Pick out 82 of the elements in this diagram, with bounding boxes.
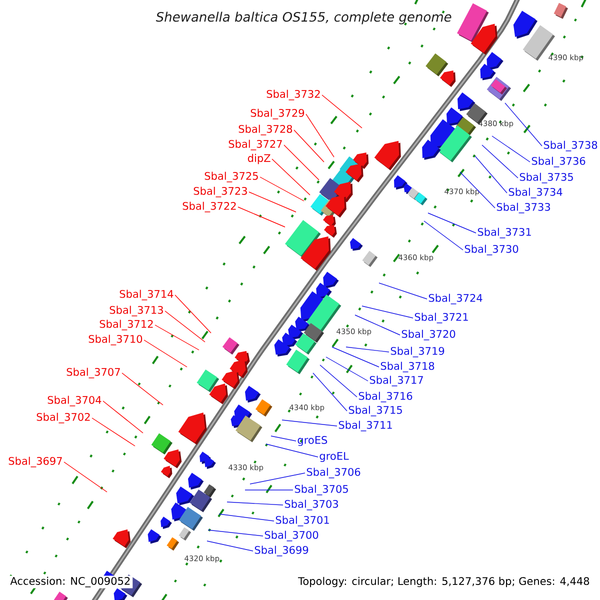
leader-line	[346, 346, 390, 352]
leader-line	[306, 114, 334, 158]
leader-line	[174, 294, 212, 334]
leader-line	[354, 314, 400, 336]
leader-line	[362, 306, 414, 318]
leader-line	[428, 212, 476, 234]
leader-line	[226, 502, 284, 506]
gene-label: Sbal_3699	[254, 546, 308, 556]
gene-label: Sbal_3717	[370, 376, 423, 386]
gene-label: groES	[298, 436, 328, 446]
leader-line	[282, 420, 338, 426]
gene-label: Sbal_3720	[402, 330, 456, 340]
leader-line	[378, 282, 428, 300]
leader-line	[218, 514, 274, 522]
leader-line	[312, 372, 348, 412]
footer-text: Topology: circular; Length: 5,127,376 bp; Genes: 4,448	[296, 576, 592, 588]
leader-line	[270, 436, 296, 442]
leader-line	[322, 94, 362, 128]
gene-label: Sbal_3734	[508, 188, 562, 198]
gene-label: Sbal_3701	[276, 516, 329, 526]
gene-label: Sbal_3719	[390, 346, 444, 358]
leader-line	[248, 192, 296, 212]
gene-label: Sbal_3711	[338, 420, 392, 432]
gene-label: Sbal_3732	[266, 90, 320, 100]
leader-line	[92, 418, 136, 446]
gene-label: Sbal_3722	[182, 202, 236, 212]
leader-line	[320, 364, 358, 398]
gene-label: Sbal_3728	[238, 124, 292, 136]
gene-label: Sbal_3703	[284, 500, 338, 510]
gene-label: Sbal_3710	[88, 334, 142, 346]
leader-line	[460, 172, 496, 208]
gene-label: Sbal_3727	[228, 140, 282, 150]
gene-label: Sbal_3735	[520, 172, 573, 184]
gene-label: Sbal_3714	[120, 290, 174, 300]
gene-label: Sbal_3705	[294, 484, 348, 496]
gene-label: Sbal_3724	[428, 294, 482, 304]
gene-label: Sbal_3730	[464, 244, 518, 256]
gene-label: Sbal_3723	[194, 186, 247, 198]
leader-line	[326, 356, 368, 382]
leader-line	[164, 310, 206, 342]
gene-label: Sbal_3716	[358, 392, 412, 402]
leader-line	[64, 462, 108, 492]
leader-line	[208, 530, 264, 536]
gene-label: Sbal_3729	[250, 108, 304, 120]
gene-label: Sbal_3721	[414, 312, 468, 324]
gene-label: Sbal_3697	[8, 456, 62, 468]
leader-line	[206, 540, 254, 552]
leader-line	[504, 102, 542, 146]
gene-label: Sbal_3702	[36, 412, 90, 424]
leader-line	[144, 340, 188, 368]
gene-label: Sbal_3700	[264, 530, 318, 542]
leader-line	[266, 444, 318, 458]
leader-line	[424, 220, 464, 250]
gene-label: Sbal_3715	[348, 406, 402, 416]
leader-line	[238, 206, 286, 228]
leader-line	[492, 136, 530, 162]
gene-label: groEL	[320, 452, 349, 462]
leader-line	[284, 144, 320, 180]
gene-label: Sbal_3712	[100, 320, 153, 330]
gene-label: Sbal_3707	[66, 368, 120, 378]
gene-label: Sbal_3713	[110, 306, 163, 316]
gene-label: dipZ	[248, 154, 270, 164]
title: Shewanella baltica OS155, complete genome	[156, 12, 452, 24]
leader-line	[482, 144, 518, 178]
leader-line	[332, 346, 380, 368]
leader-line	[474, 156, 508, 194]
gene-label: Sbal_3706	[306, 468, 360, 478]
leader-line	[272, 158, 310, 196]
gene-label: Sbal_3736	[532, 156, 586, 168]
gene-label: Sbal_3733	[496, 202, 550, 214]
leader-line	[294, 130, 324, 162]
footer-text: Accession: NC_009052	[8, 576, 133, 588]
gene-label: Sbal_3731	[478, 228, 531, 238]
gene-label: Sbal_3738	[544, 140, 598, 152]
leader-line	[154, 324, 200, 350]
gene-label: Sbal_3725	[204, 172, 258, 182]
gene-label: Sbal_3718	[380, 362, 434, 372]
leader-line	[250, 472, 306, 484]
leader-line	[260, 176, 304, 202]
leader-line	[102, 400, 144, 434]
leader-line	[122, 372, 164, 406]
gene-label: Sbal_3704	[48, 396, 102, 406]
